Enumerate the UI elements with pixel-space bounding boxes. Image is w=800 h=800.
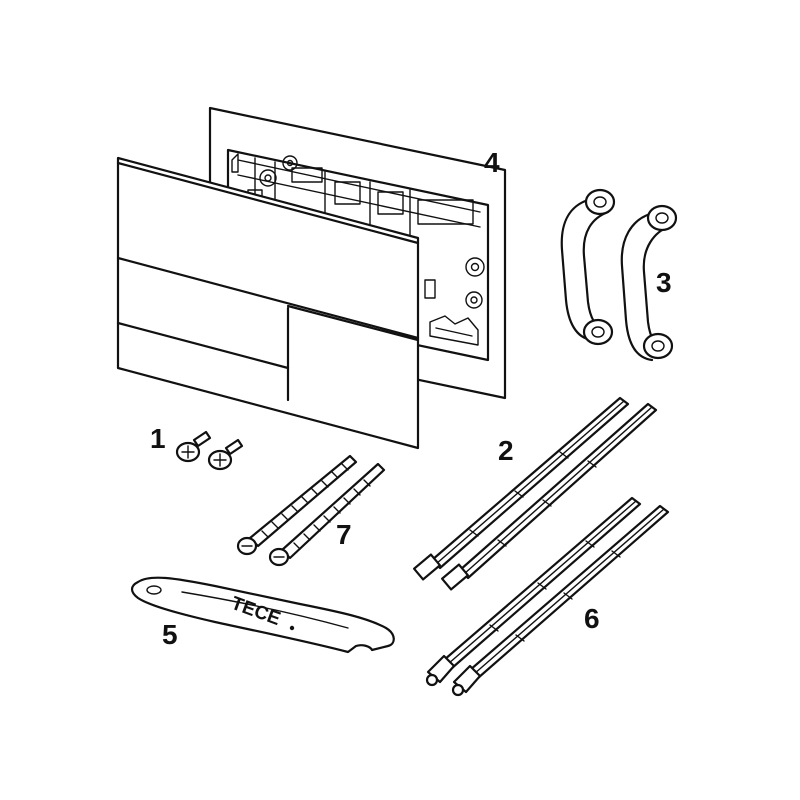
key-tool-hole: [146, 585, 162, 595]
flush-plate-divider: [116, 256, 420, 340]
label-item-3: 3: [656, 267, 672, 298]
threaded-rod-b: [440, 402, 658, 591]
large-button-top: [286, 304, 420, 342]
threaded-rods: [412, 396, 658, 591]
handle-right: [620, 204, 678, 362]
threaded-rod-a: [412, 396, 630, 581]
key-tool-logo-dot: [289, 625, 295, 631]
label-item-7: 7: [336, 519, 352, 550]
label-item-4: 4: [484, 147, 500, 178]
frame-internal-details: [231, 153, 485, 346]
short-screws: [175, 430, 244, 471]
flush-plate-body: [116, 156, 420, 450]
handle-left: [560, 188, 616, 346]
label-item-5: 5: [162, 619, 178, 650]
handles: [560, 188, 678, 362]
label-item-2: 2: [498, 435, 514, 466]
label-item-6: 6: [584, 603, 600, 634]
key-tool: TECE: [130, 576, 395, 654]
key-tool-body: [130, 576, 395, 654]
short-screw-b: [207, 438, 244, 471]
small-button-top: [116, 321, 290, 370]
connecting-rods: [425, 496, 670, 697]
flush-plate: [116, 156, 420, 450]
long-screws: [236, 454, 386, 567]
connecting-rod-b: [451, 504, 670, 697]
short-screw-a: [175, 430, 212, 463]
flush-plate-edge: [116, 161, 420, 245]
long-screw-a: [236, 454, 358, 556]
label-item-1: 1: [150, 423, 166, 454]
long-screw-b: [268, 462, 386, 567]
key-tool-groove: [181, 591, 349, 629]
connecting-rod-a: [425, 496, 642, 687]
